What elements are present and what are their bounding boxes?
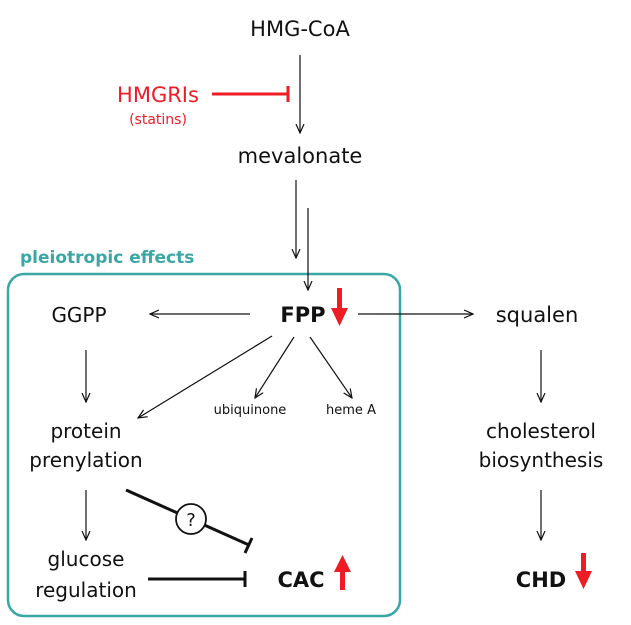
statins-label: (statins): [129, 112, 187, 128]
question-circle: [175, 503, 207, 535]
glucose-label: glucose: [48, 547, 125, 571]
fpp-to-protein-prenylation-arrow: [138, 335, 273, 418]
prenylation-cac-inhibition-bar: [243, 537, 254, 554]
heme-a-label: heme A: [326, 403, 376, 418]
squalen-label: squalen: [496, 303, 579, 327]
ubiquinone-label: ubiquinone: [214, 403, 287, 418]
prenylation-label: prenylation: [29, 448, 142, 472]
protein-label: protein: [50, 419, 121, 443]
chd-down-arrow: [575, 553, 592, 589]
biosynthesis-label: biosynthesis: [479, 448, 604, 472]
hmg-coa-label: HMG-CoA: [250, 17, 350, 41]
fpp-down-arrow: [331, 288, 348, 326]
hmgris-label: HMGRIs: [117, 83, 199, 107]
fpp-to-heme-a-arrow: [309, 336, 352, 398]
mevalonate-label: mevalonate: [238, 144, 363, 168]
chd-label: CHD: [516, 568, 566, 592]
cac-up-arrow: [334, 555, 351, 590]
fpp-label: FPP: [280, 303, 325, 327]
question-mark: ?: [186, 510, 196, 531]
regulation-label: regulation: [35, 578, 137, 602]
pleiotropic-effects-box: [6, 272, 402, 618]
pleiotropic-effects-label: pleiotropic effects: [20, 248, 194, 268]
cholesterol-label: cholesterol: [486, 419, 596, 443]
fpp-to-ubiquinone-arrow: [255, 336, 295, 398]
ggpp-label: GGPP: [51, 303, 106, 327]
cac-label: CAC: [277, 568, 324, 592]
